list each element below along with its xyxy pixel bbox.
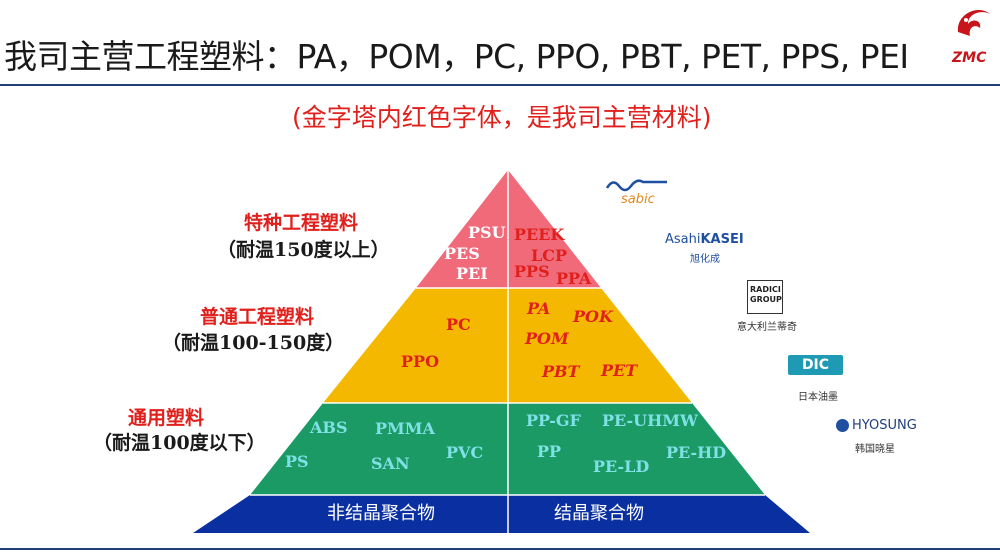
hyosung-cn: 韩国晓星	[855, 444, 895, 455]
base-label-amorphous: 非结晶聚合物	[327, 503, 435, 524]
material-pes: PES	[444, 244, 480, 263]
material-ps: PS	[285, 452, 309, 471]
material-pom: POM	[524, 329, 570, 348]
footer-divider	[0, 548, 1000, 550]
material-pe-hd: PE-HD	[666, 443, 726, 462]
material-pvc: PVC	[446, 443, 483, 462]
material-pet: PET	[600, 361, 638, 380]
tier-general-name: 通用塑料	[128, 407, 205, 429]
asahi-cn: 旭化成	[690, 254, 720, 265]
tier-common-temp: （耐温100-150度）	[162, 332, 345, 354]
asahi-suffix: KASEI	[700, 232, 744, 247]
sabic-logo: sabic	[605, 170, 675, 210]
material-san: SAN	[371, 454, 410, 473]
material-psu: PSU	[468, 223, 506, 242]
base-label-crystalline: 结晶聚合物	[554, 503, 644, 524]
material-pok: POK	[572, 307, 614, 326]
material-pei: PEI	[456, 264, 488, 283]
material-ppo: PPO	[401, 352, 439, 371]
svg-text:sabic: sabic	[621, 192, 655, 207]
zmc-logo-icon	[957, 10, 990, 36]
hyosung-icon	[836, 419, 849, 432]
material-pmma: PMMA	[375, 419, 435, 438]
asahi-kasei-logo: AsahiKASEI	[665, 232, 744, 247]
material-pe-uhmw: PE-UHMW	[602, 411, 699, 430]
hyosung-text: HYOSUNG	[852, 418, 917, 433]
page-title: 我司主营工程塑料：PA，POM，PC, PPO, PBT, PET, PPS, …	[4, 37, 909, 76]
material-pe-ld: PE-LD	[593, 457, 649, 476]
tier-special-temp: （耐温150度以上）	[217, 239, 390, 261]
material-ppa: PPA	[556, 269, 592, 288]
material-pbt: PBT	[541, 362, 581, 381]
material-pp-gf: PP-GF	[526, 411, 581, 430]
subtitle: (金字塔内红色字体，是我司主营材料)	[292, 103, 712, 132]
radici-cn: 意大利兰蒂奇	[737, 322, 797, 333]
zmc-logo-text: ZMC	[952, 50, 987, 66]
dic-logo: DIC	[788, 355, 843, 375]
material-lcp: LCP	[531, 246, 567, 265]
material-abs: ABS	[309, 418, 348, 437]
material-pa: PA	[526, 299, 550, 318]
material-pps: PPS	[514, 262, 550, 281]
radici-logo: RADICI GROUP	[747, 280, 783, 314]
material-peek: PEEK	[514, 225, 565, 244]
header-divider	[0, 84, 1000, 86]
hyosung-logo: HYOSUNG	[836, 418, 917, 433]
tier-general-temp: （耐温100度以下）	[93, 432, 266, 454]
tier-special-name: 特种工程塑料	[244, 212, 359, 234]
tier-common-name: 普通工程塑料	[200, 306, 315, 328]
base-band	[193, 495, 810, 533]
asahi-prefix: Asahi	[665, 232, 701, 247]
material-pc: PC	[446, 315, 471, 334]
dic-cn: 日本油墨	[798, 392, 838, 403]
material-pp: PP	[537, 442, 561, 461]
sabic-logo-icon: sabic	[605, 179, 667, 207]
